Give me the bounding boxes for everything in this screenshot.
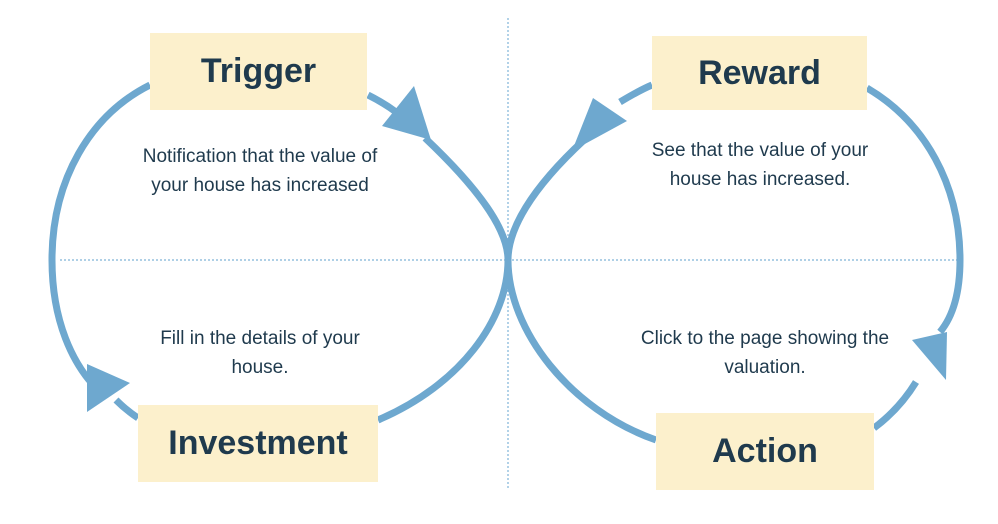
action-description-line: valuation. (724, 357, 806, 378)
action-description: Click to the page showing the valuation. (600, 324, 930, 382)
reward-description-line: house has increased. (669, 169, 851, 190)
reward-label: Reward (698, 53, 821, 92)
reward-box: Reward (652, 36, 867, 110)
left-bottom-arc (113, 397, 140, 421)
investment-description: Fill in the details of your house. (110, 324, 410, 382)
left-top-arc (366, 91, 399, 115)
reward-description: See that the value of your house has inc… (610, 136, 910, 194)
trigger-box: Trigger (150, 33, 367, 110)
investment-box: Investment (138, 405, 378, 482)
trigger-arrow-icon (382, 86, 431, 140)
reward-arrow-icon (572, 98, 627, 151)
investment-label: Investment (168, 424, 348, 462)
trigger-label: Trigger (200, 52, 317, 90)
right-inner-arc (504, 137, 658, 444)
right-top-arc (618, 81, 654, 106)
action-label: Action (712, 432, 818, 470)
investment-arrow-icon (87, 364, 130, 412)
right-loop (504, 81, 964, 444)
action-box: Action (656, 413, 874, 490)
action-description-line: Click to the page showing the (640, 328, 890, 349)
left-outer-arc (48, 81, 152, 395)
trigger-description: Notification that the value of your hous… (100, 142, 420, 200)
investment-description-line: house. (231, 357, 289, 378)
action-arrow-icon (912, 332, 947, 380)
investment-description-line: Fill in the details of your (160, 328, 360, 349)
trigger-description-line: your house has increased (151, 175, 369, 196)
reward-description-line: See that the value of your (651, 140, 869, 161)
right-outer-arc (865, 84, 964, 335)
trigger-description-line: Notification that the value of (142, 146, 378, 167)
right-bottom-arc (871, 380, 919, 431)
